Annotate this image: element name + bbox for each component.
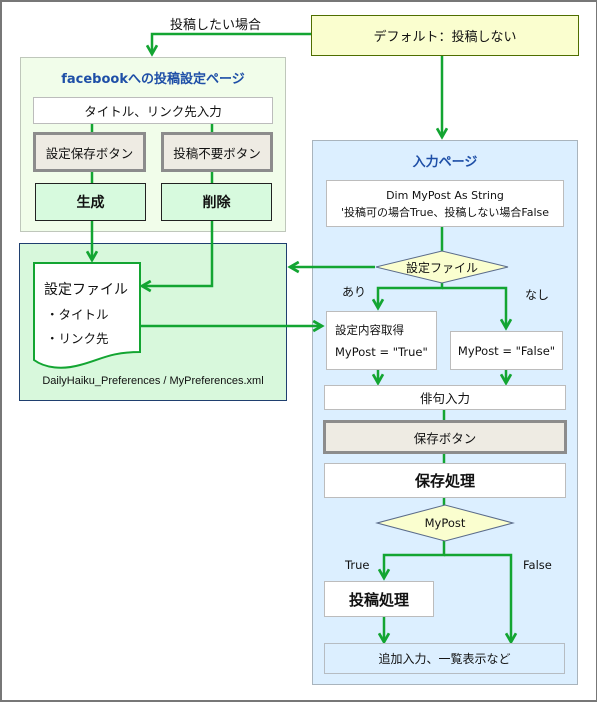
edge-label-false: False: [523, 558, 552, 572]
no-post-button-label: 投稿不要ボタン: [173, 145, 261, 161]
arrow-mypost-true: [384, 538, 446, 578]
settings-file-document: [33, 262, 141, 369]
save-settings-button-label: 設定保存ボタン: [45, 145, 134, 161]
arrow-not-exists: [442, 286, 506, 328]
arrow-exists: [378, 280, 444, 308]
decision-settings-file-label: 設定ファイル: [405, 261, 478, 275]
title-link-input-box: タイトル、リンク先入力: [33, 97, 273, 124]
set-false-label: MyPost = "False": [457, 343, 556, 358]
save-button[interactable]: 保存ボタン: [323, 420, 567, 454]
get-settings-line-1: 設定内容取得: [335, 322, 404, 337]
additional-input-box: 追加入力、一覧表示など: [324, 643, 565, 674]
input-page-title: 入力ページ: [412, 155, 478, 170]
edge-label-true: True: [345, 558, 370, 572]
declaration-box: Dim MyPost As String '投稿可の場合True、投稿しない場合…: [326, 180, 564, 227]
get-settings-box: 設定内容取得 MyPost = "True": [326, 311, 437, 370]
settings-file-item-title: ・タイトル: [46, 307, 109, 322]
haiku-input-box: 俳句入力: [324, 385, 566, 410]
generate-box: 生成: [35, 183, 146, 221]
save-process-box: 保存処理: [324, 463, 566, 498]
edge-label-want-post: 投稿したい場合: [170, 18, 262, 33]
save-process-label: 保存処理: [414, 472, 475, 490]
save-button-label: 保存ボタン: [413, 430, 477, 446]
set-false-box: MyPost = "False": [450, 331, 563, 370]
additional-input-label: 追加入力、一覧表示など: [378, 652, 511, 666]
post-process-label: 投稿処理: [348, 590, 409, 609]
decision-settings-file: [375, 250, 509, 284]
arrow-delete-to-file: [142, 221, 214, 286]
facebook-page-title: facebookへの投稿設定ページ: [61, 72, 245, 87]
decision-mypost-label: MyPost: [424, 516, 466, 530]
declaration-line-1: Dim MyPost As String: [386, 188, 504, 202]
arrow-default-to-fb: [152, 32, 311, 54]
delete-label: 削除: [202, 195, 231, 211]
declaration-line-2: '投稿可の場合True、投稿しない場合False: [341, 205, 549, 219]
settings-file-path: DailyHaiku_Preferences / MyPreferences.x…: [42, 375, 264, 387]
generate-label: 生成: [76, 195, 105, 211]
title-link-input-label: タイトル、リンク先入力: [84, 104, 222, 119]
arrow-mypost-false: [444, 553, 511, 642]
save-settings-button[interactable]: 設定保存ボタン: [33, 132, 146, 172]
default-no-post-box: デフォルト：投稿しない: [311, 15, 579, 56]
settings-file-title: 設定ファイル: [44, 282, 128, 298]
decision-mypost: [375, 504, 515, 542]
settings-file-item-link: ・リンク先: [46, 331, 109, 346]
default-no-post-label: デフォルト：投稿しない: [373, 30, 517, 45]
edge-label-not-exists: なし: [525, 288, 550, 302]
haiku-input-label: 俳句入力: [419, 391, 470, 406]
post-process-box: 投稿処理: [324, 581, 434, 617]
delete-box: 削除: [161, 183, 272, 221]
edge-label-exists: あり: [342, 285, 367, 299]
get-settings-line-2: MyPost = "True": [335, 344, 428, 359]
no-post-button[interactable]: 投稿不要ボタン: [161, 132, 273, 172]
